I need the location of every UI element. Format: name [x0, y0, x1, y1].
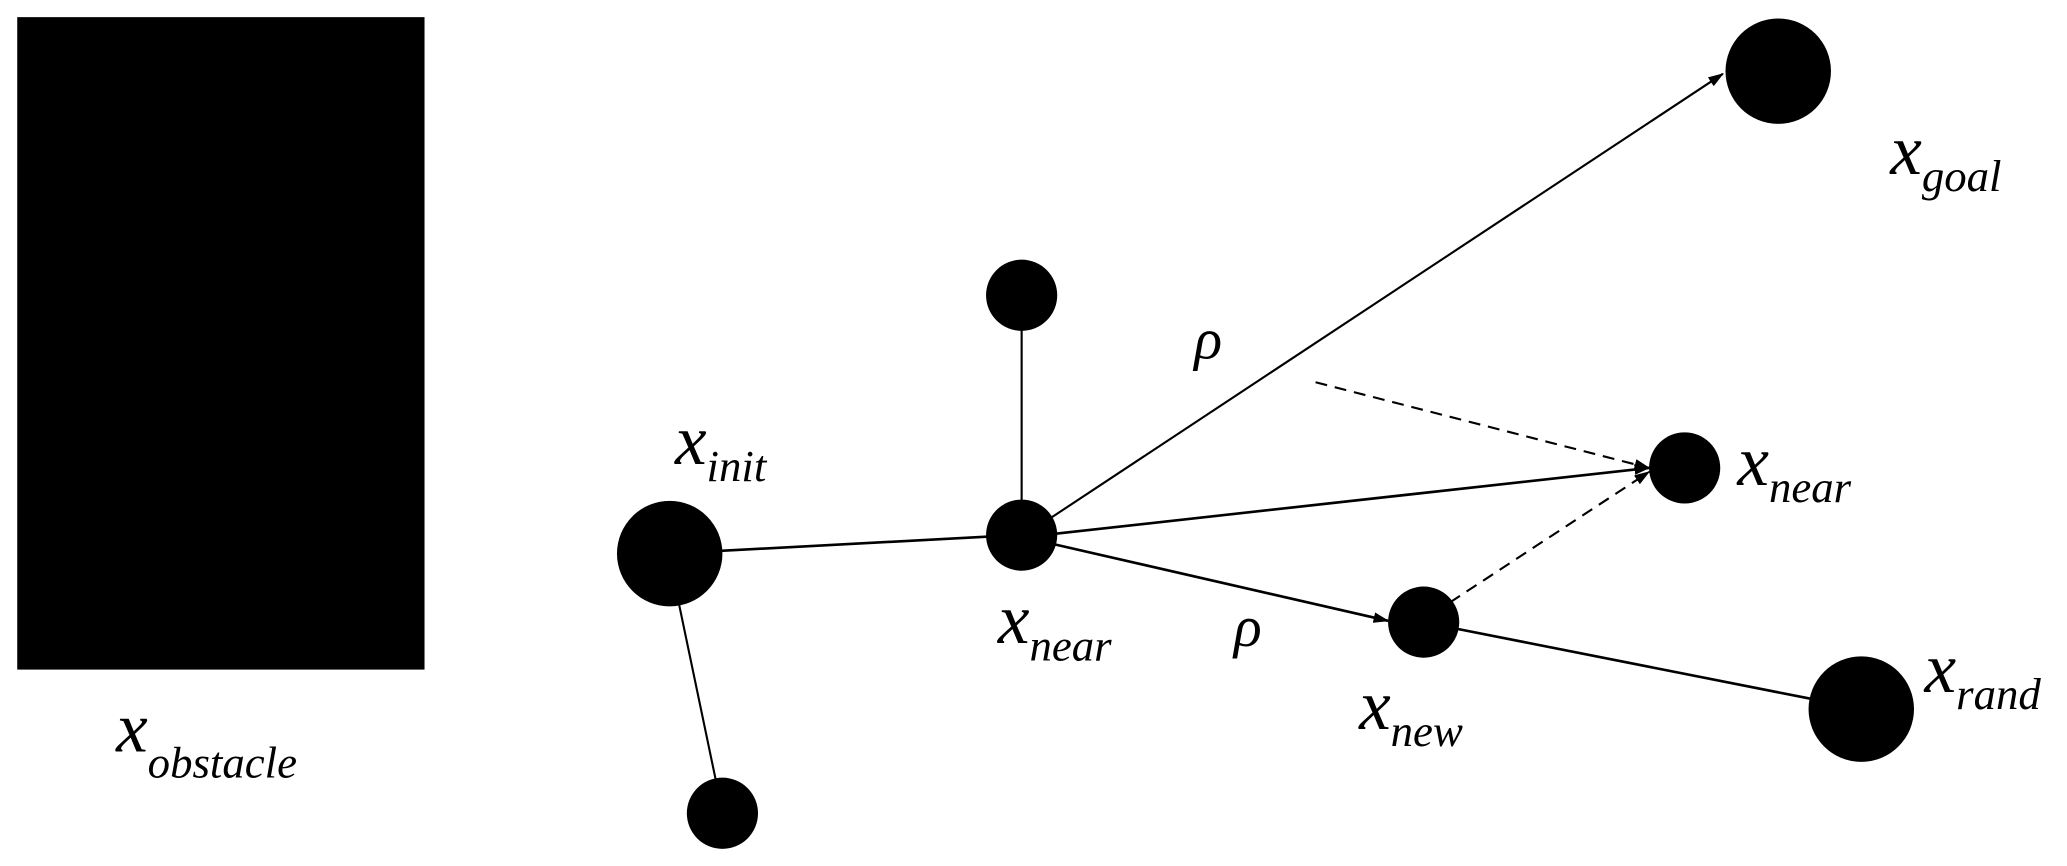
- node-leaf-top: [986, 259, 1058, 331]
- label-near-2: xnear: [1736, 423, 1851, 512]
- label-new: xnew: [1358, 667, 1463, 756]
- label-step-upper: ρ: [1192, 307, 1222, 372]
- node-new: [1388, 586, 1460, 658]
- node-rand: [1808, 656, 1914, 762]
- label-rand: xrand: [1924, 630, 2042, 719]
- node-goal: [1725, 18, 1831, 124]
- edge-init-leaf: [677, 603, 717, 781]
- edge-new-rand: [1456, 627, 1811, 700]
- dashed-arrow-lower: [1449, 471, 1651, 604]
- arrow-near-goal: [1050, 72, 1724, 519]
- obstacle-region: [17, 17, 425, 670]
- label-obstacle: xobstacle: [115, 689, 297, 787]
- label-near: xnear: [997, 581, 1112, 670]
- node-near-2: [1649, 432, 1721, 504]
- node-leaf-bottom: [686, 777, 759, 849]
- label-init: xinit: [674, 402, 768, 491]
- node-init: [616, 500, 723, 607]
- node-near: [986, 499, 1058, 571]
- edge-init-near: [718, 535, 992, 553]
- arrow-near-new: [1054, 543, 1390, 623]
- label-step-lower: ρ: [1232, 594, 1262, 659]
- label-goal: xgoal: [1889, 112, 2001, 201]
- arrow-near-near2: [1054, 464, 1651, 536]
- dashed-arrow-upper: [1315, 381, 1651, 470]
